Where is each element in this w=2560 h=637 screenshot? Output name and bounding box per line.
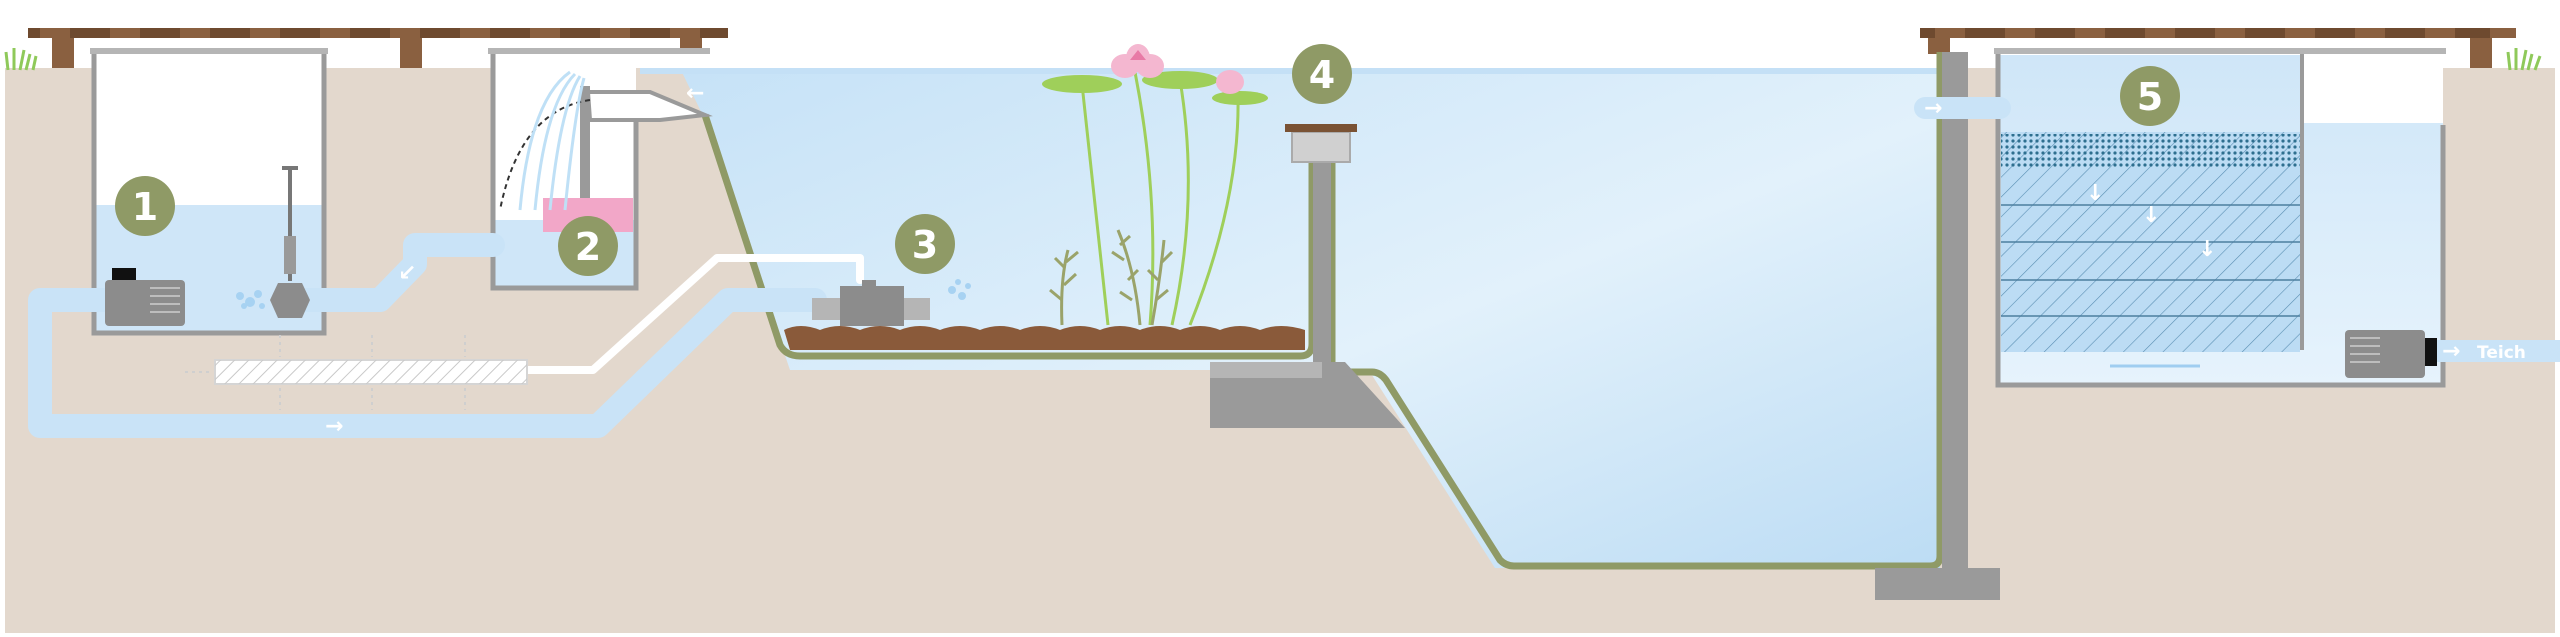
bubbles-icon	[236, 279, 971, 309]
badge-1: 1	[115, 176, 175, 236]
svg-text:4: 4	[1309, 53, 1335, 97]
svg-text:1: 1	[132, 185, 158, 229]
water-lily-icon	[1042, 44, 1268, 326]
teich-outlet: → Teich	[2442, 339, 2526, 364]
teich-label: Teich	[2477, 343, 2526, 363]
svg-text:5: 5	[2137, 75, 2163, 119]
flow-arrow-chamber2-in: ↙	[398, 261, 416, 286]
flow-arrow-return: →	[325, 414, 343, 439]
pillar-4	[1313, 150, 1331, 362]
deck-right	[1920, 28, 2516, 68]
reed-plants-icon	[1049, 229, 1174, 326]
planting-soil	[784, 326, 1305, 350]
grass-left-icon	[4, 48, 38, 71]
foundation-4-top	[1210, 362, 1322, 378]
svg-text:3: 3	[912, 223, 938, 267]
chamber-5	[1994, 48, 2446, 388]
foundation-right	[1875, 568, 2000, 600]
flow-arrows-filter: ↓ ↓ ↓	[2086, 181, 2216, 262]
pond-surface-band	[640, 68, 1940, 74]
flow-arrow-pond-outlet: ←	[686, 81, 704, 106]
drain-pipe	[185, 335, 528, 410]
badge-5: 5	[2120, 66, 2180, 126]
badge-2: 2	[558, 216, 618, 276]
svg-text:↓: ↓	[2142, 203, 2160, 228]
badge-3: 3	[895, 214, 955, 274]
svg-text:↓: ↓	[2198, 237, 2216, 262]
pump-5-icon	[2345, 330, 2437, 378]
badge-4: 4	[1292, 44, 1352, 104]
svg-text:→: →	[2442, 339, 2460, 364]
pillar-4-deck	[1285, 124, 1357, 132]
filter-mesh	[2001, 134, 2300, 168]
flow-arrow-chamber5-in: →	[1924, 96, 1942, 121]
aerator-icon	[270, 166, 310, 318]
svg-text:2: 2	[575, 225, 601, 269]
pump-1-icon	[105, 268, 185, 326]
wall-right	[1942, 52, 1968, 568]
pipe-system	[28, 97, 2560, 438]
svg-text:↓: ↓	[2086, 181, 2104, 206]
foundation-4	[1210, 362, 1405, 428]
pillar-4-cap	[1291, 131, 1351, 163]
grass-right-icon	[2506, 48, 2542, 71]
pump-3-icon	[812, 280, 930, 326]
